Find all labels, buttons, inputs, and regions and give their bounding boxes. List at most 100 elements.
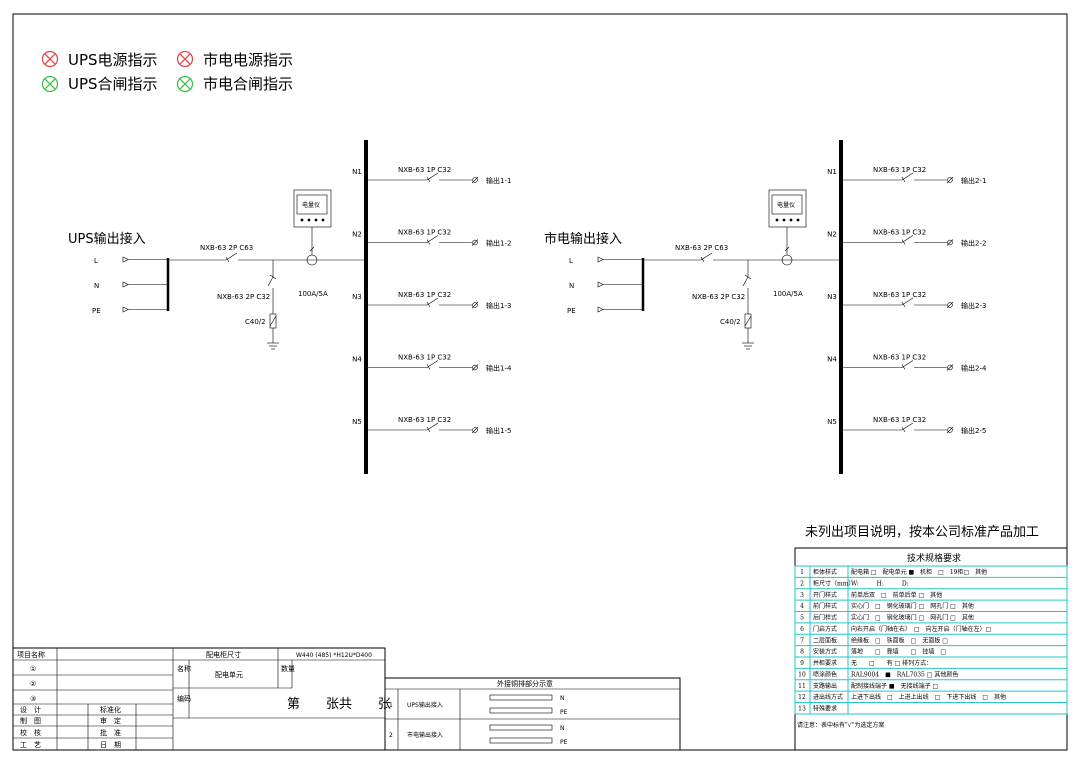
legend-label: UPS电源指示 xyxy=(68,51,158,69)
busbar-label: N xyxy=(560,695,565,702)
row-mark: ③ xyxy=(30,695,36,703)
branch-breaker-icon xyxy=(843,297,947,308)
branch-output-label: 输出1-2 xyxy=(486,239,511,248)
branch-breaker-label: NXB-63 1P C32 xyxy=(873,416,926,424)
spec-row-no: 11 xyxy=(798,683,806,690)
spec-row-content: 实心门 □ 钢化玻璃门 □ 网孔门 □ 其他 xyxy=(851,614,974,622)
note-text: 未列出项目说明，按本公司标准产品加工 xyxy=(805,525,1039,540)
spec-row-name: 柜体样式 xyxy=(813,568,837,576)
sheet-count-text: 第 张共 张 xyxy=(287,697,391,712)
output-terminal-icon xyxy=(471,426,479,434)
spec-row-no: 9 xyxy=(800,660,804,667)
spec-row-no: 12 xyxy=(798,694,806,701)
branch-number: N2 xyxy=(352,231,362,239)
legend-item-ups-closing: UPS合闸指示 xyxy=(41,75,158,93)
branch-breaker-icon xyxy=(843,422,947,433)
busbar-row-label: UPS输出接入 xyxy=(407,701,443,709)
busbar-icon xyxy=(489,694,553,701)
spec-title: 技术规格要求 xyxy=(907,552,961,564)
branch-breaker-label: NXB-63 1P C32 xyxy=(873,354,926,362)
power-meter-label: 电量仪 xyxy=(302,201,320,209)
branch-breaker-label: NXB-63 1P C32 xyxy=(398,229,451,237)
spec-row-no: 4 xyxy=(800,603,804,610)
branch-circuit: N2 NXB-63 1P C32 输出1-2 xyxy=(352,229,511,248)
main-breaker-label: NXB-63 2P C63 xyxy=(675,244,728,252)
spd-breaker-label: NXB-63 2P C32 xyxy=(217,293,270,301)
branch-circuit: N4 NXB-63 1P C32 输出2-4 xyxy=(827,354,987,373)
branch-breaker-icon xyxy=(843,235,947,245)
busbar-row-label: 市电输出接入 xyxy=(407,731,443,739)
spd-branch-icon xyxy=(742,260,754,350)
legend-label: 市电电源指示 xyxy=(203,51,293,69)
branch-breaker-label: NXB-63 1P C32 xyxy=(398,354,451,362)
legend-label: 市电合闸指示 xyxy=(203,75,293,93)
spec-row-name: 进出线方式 xyxy=(813,693,843,701)
output-terminal-icon xyxy=(946,239,954,246)
busbar-icon xyxy=(489,724,553,731)
input-terminal-icon xyxy=(122,281,168,288)
branch-number: N3 xyxy=(827,293,837,301)
branch-output-label: 输出2-4 xyxy=(961,364,987,373)
spec-row-content: 实心门 □ 钢化玻璃门 □ 网孔门 □ 其他 xyxy=(851,602,974,610)
role-label: 标准化 xyxy=(100,705,121,714)
branch-breaker-label: NXB-63 1P C32 xyxy=(398,291,451,299)
busbar-row-no: 1 xyxy=(389,702,393,709)
spec-row-content: 无 □ 有 □ 排列方式： xyxy=(851,659,932,667)
branch-output-label: 输出1-5 xyxy=(486,426,511,435)
branch-breaker-icon xyxy=(368,297,472,308)
output-terminal-icon xyxy=(471,176,479,184)
spec-row-content: W: H: D: xyxy=(851,580,909,587)
spec-footnote: 请注意：表中标有"√"为选定方案 xyxy=(797,721,884,729)
legend-item-ups-power: UPS电源指示 xyxy=(41,50,158,69)
input-terminal-icon xyxy=(597,281,643,288)
spec-row-name: 并柜要求 xyxy=(813,659,837,667)
spec-row-name: 柜尺寸（mm） xyxy=(813,579,854,587)
role-label: 制 图 xyxy=(20,716,41,725)
branch-breaker-label: NXB-63 1P C32 xyxy=(873,229,926,237)
output-terminal-icon xyxy=(471,364,479,371)
spec-row-content: 向右开启（门轴在右） □ 向左开启（门轴在左）□ xyxy=(851,625,991,633)
branch-breaker-label: NXB-63 1P C32 xyxy=(873,291,926,299)
spec-row-name: 后门样式 xyxy=(813,614,837,622)
power-meter-icon xyxy=(768,189,807,255)
indicator-lamp-icon xyxy=(176,75,194,93)
indicator-lamp-icon xyxy=(176,50,194,68)
busbar-row-no: 2 xyxy=(389,732,393,739)
branch-number: N4 xyxy=(827,356,837,364)
busbar-label: PE xyxy=(560,709,568,716)
spec-row-content: 绝缘板 □ 铁面板 □ 无面板 □ xyxy=(851,636,948,644)
busbar-label: N xyxy=(560,725,565,732)
spec-row-no: 3 xyxy=(800,592,804,599)
name-value: 配电单元 xyxy=(215,670,243,679)
output-terminal-icon xyxy=(946,176,954,184)
spec-row-content: 上进下出线 □ 上进上出线 □ 下进下出线 □ 其他 xyxy=(851,693,1006,701)
branch-breaker-icon xyxy=(843,360,947,370)
name-label: 名称 xyxy=(177,664,191,673)
spec-row-content: 配电箱 □ 配电单元 ■ 机柜 □ 19柜□ 其他 xyxy=(851,568,987,576)
row-mark: ② xyxy=(30,680,36,688)
spec-row-no: 5 xyxy=(800,615,804,622)
spec-row-name: 支路输出 xyxy=(813,682,837,690)
power-meter-icon xyxy=(293,189,332,255)
busbar-icon xyxy=(489,707,553,714)
branch-output-label: 输出1-3 xyxy=(486,301,511,310)
spec-row-name: 安装方式 xyxy=(813,648,837,656)
busbar-block: 外接铜排部分示意 1 UPS输出接入 N PE 2 市电输出接入 N PE xyxy=(384,677,681,751)
branch-breaker-icon xyxy=(368,235,472,245)
row-mark: ① xyxy=(30,665,36,673)
code-label: 编码 xyxy=(177,694,191,703)
spec-row: 5 后门样式 实心门 □ 钢化玻璃门 □ 网孔门 □ 其他 xyxy=(795,611,1067,622)
